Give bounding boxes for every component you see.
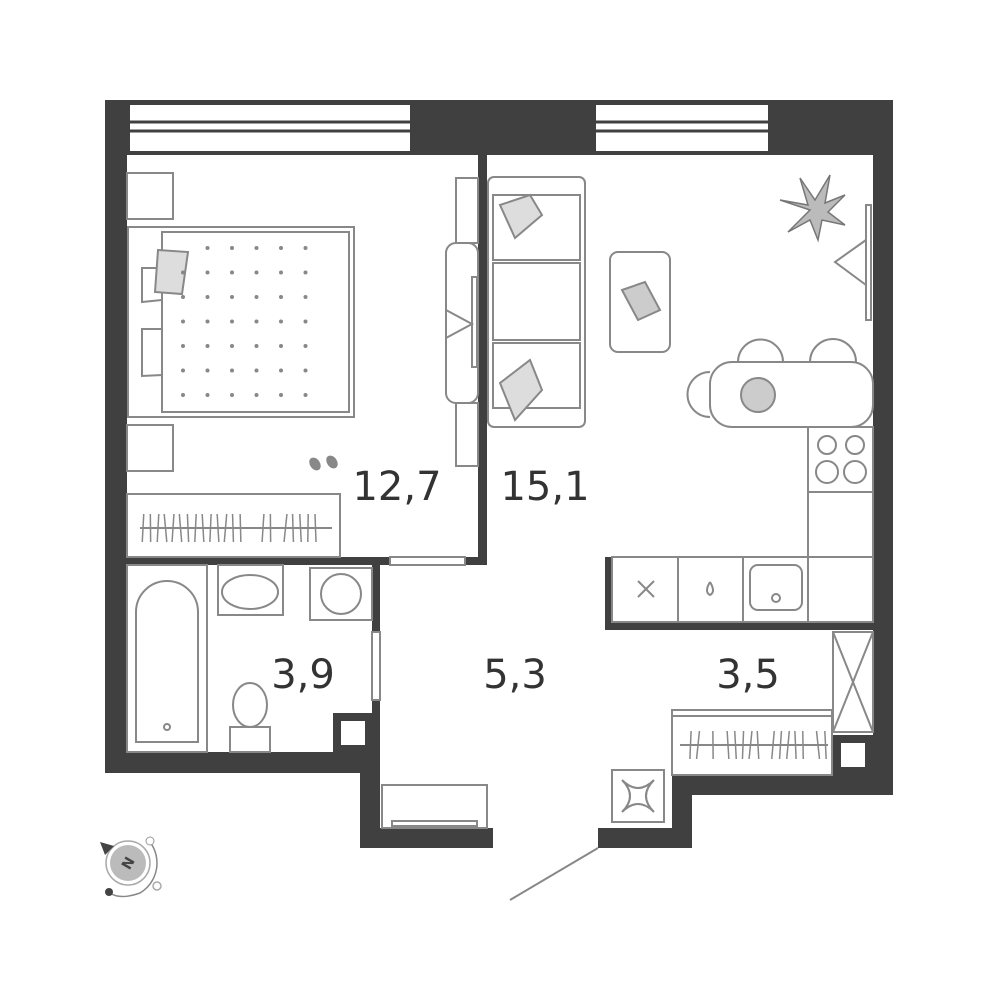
bed-pattern-dot	[255, 369, 259, 373]
bed-pattern-dot	[206, 295, 210, 299]
bed-pattern-dot	[206, 393, 210, 397]
bed-pattern-dot	[181, 369, 185, 373]
area-hallway: 5,3	[483, 652, 547, 698]
bed-pattern-dot	[304, 320, 308, 324]
coffee-table	[610, 252, 670, 352]
hanger	[735, 731, 737, 759]
hanger	[293, 514, 294, 542]
hanger	[780, 731, 782, 759]
bed-pattern-dot	[255, 344, 259, 348]
bed-pattern-dot	[181, 295, 185, 299]
hanger	[742, 731, 743, 759]
dining-table	[688, 339, 873, 427]
washbasin	[218, 565, 372, 620]
kitchen	[612, 427, 873, 622]
bed-pattern-dot	[181, 344, 185, 348]
bed-pattern-dot	[255, 246, 259, 250]
bed-pattern-dot	[230, 393, 234, 397]
area-bedroom: 12,7	[352, 464, 441, 510]
walls	[105, 100, 893, 848]
bed-pattern-dot	[304, 295, 308, 299]
hanger	[157, 514, 159, 542]
bed-pattern-dot	[304, 393, 308, 397]
bed-pattern-dot	[230, 295, 234, 299]
bed-pattern-dot	[230, 246, 234, 250]
bed-pattern-dot	[255, 295, 259, 299]
bed-pattern-dot	[279, 295, 283, 299]
ventilation-shaft	[612, 770, 664, 822]
bed-pattern-dot	[304, 369, 308, 373]
hanger	[187, 514, 188, 542]
hanger	[803, 731, 804, 759]
hanger	[315, 514, 316, 542]
door-bathroom	[372, 632, 380, 700]
door-bedroom	[390, 557, 465, 565]
hanger	[690, 731, 691, 759]
hanger	[757, 731, 759, 759]
bed-pattern-dot	[279, 246, 283, 250]
plant-icon	[780, 175, 845, 240]
window-bedroom	[130, 105, 410, 151]
hanger	[262, 514, 264, 542]
hanger	[240, 514, 241, 542]
bed-pattern-dot	[279, 393, 283, 397]
bed-pattern-dot	[304, 271, 308, 275]
bed-pattern-dot	[206, 271, 210, 275]
bed-pattern-dot	[206, 344, 210, 348]
wardrobe-bedroom	[127, 494, 340, 557]
hanger	[825, 731, 826, 759]
bed-pattern-dot	[279, 271, 283, 275]
bed-pattern-dot	[255, 393, 259, 397]
door-entrance	[510, 848, 598, 900]
hanger	[233, 514, 234, 542]
bed-pattern-dot	[279, 369, 283, 373]
shoe-cabinet	[382, 785, 487, 828]
hanger	[217, 514, 219, 542]
hanger	[172, 514, 174, 542]
bed-pattern-dot	[230, 344, 234, 348]
bed-pattern-dot	[304, 246, 308, 250]
bathtub	[127, 565, 207, 752]
bed-pattern-dot	[255, 320, 259, 324]
hanger	[142, 514, 143, 542]
sofa	[488, 177, 585, 427]
area-living-kitchen: 15,1	[500, 464, 589, 510]
window-living	[596, 105, 768, 151]
bed	[127, 173, 354, 471]
bed-pattern-dot	[279, 344, 283, 348]
bed-pattern-dot	[279, 320, 283, 324]
slippers-icon	[307, 453, 340, 472]
bed-pattern-dot	[181, 271, 185, 275]
hanger	[210, 514, 211, 542]
hanger	[195, 514, 196, 542]
hanger	[202, 514, 204, 542]
bed-pattern-dot	[206, 320, 210, 324]
bed-pattern-dot	[255, 271, 259, 275]
hanger	[727, 731, 729, 759]
toilet	[230, 683, 270, 752]
bed-pattern-dot	[230, 320, 234, 324]
compass-icon: N	[100, 837, 161, 897]
bed-pattern-dot	[230, 271, 234, 275]
bed-pattern-dot	[206, 246, 210, 250]
bed-pattern-dot	[181, 320, 185, 324]
area-wardrobe: 3,5	[716, 652, 780, 698]
tv-stand	[446, 178, 478, 466]
hanger	[795, 731, 796, 759]
hanger	[300, 514, 301, 542]
area-bathroom: 3,9	[271, 652, 335, 698]
bed-pattern-dot	[304, 344, 308, 348]
bed-pattern-dot	[230, 369, 234, 373]
bed-pattern-dot	[181, 393, 185, 397]
bed-pattern-dot	[206, 369, 210, 373]
